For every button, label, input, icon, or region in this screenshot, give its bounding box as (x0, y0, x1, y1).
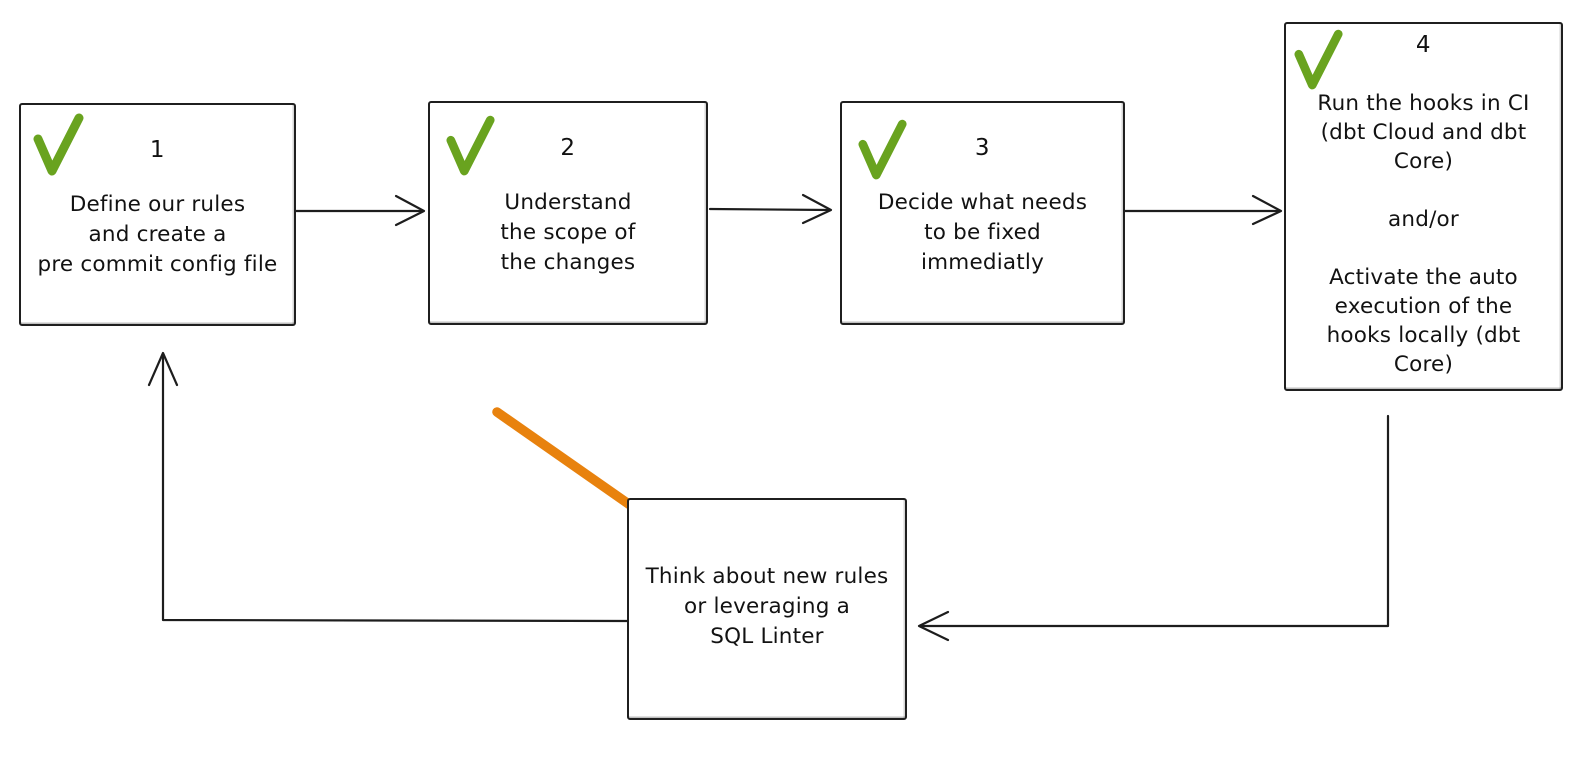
checkmark-icon (858, 119, 907, 180)
step-text-line: and/or (1388, 207, 1459, 232)
step-1-box: 1 Define our rules and create a pre comm… (19, 103, 296, 326)
arrow-step4-to-feedback (917, 414, 1390, 642)
step-text-line: (dbt Cloud and dbt (1320, 120, 1527, 145)
step-text-line: Run the hooks in CI (1317, 91, 1530, 116)
step-text-line: immediatly (920, 250, 1044, 275)
arrow-step3-to-step4 (1123, 194, 1283, 226)
step-text-line: hooks locally (dbt (1326, 323, 1521, 348)
feedback-text-line: Think about new rules (645, 564, 889, 589)
step-4-box: 4 Run the hooks in CI (dbt Cloud and dbt… (1284, 22, 1563, 391)
step-text: Define our rules and create a pre commit… (25, 190, 290, 280)
step-number: 2 (560, 135, 576, 161)
step-number: 4 (1415, 32, 1432, 58)
step-text-line: the changes (500, 250, 636, 275)
checkmark-icon (446, 115, 495, 176)
step-text-line: the scope of (500, 220, 636, 245)
step-number: 1 (149, 137, 166, 163)
step-number: 3 (974, 135, 991, 161)
step-text: Run the hooks in CI (dbt Cloud and dbt C… (1290, 89, 1557, 379)
step-text-line (1290, 234, 1557, 263)
arrow-step1-to-step2 (294, 194, 426, 227)
feedback-text-line: or leveraging a (684, 594, 850, 619)
step-text-line: Decide what needs (877, 190, 1088, 215)
step-text-line (1290, 176, 1557, 205)
step-text-line: Core) (1393, 149, 1454, 174)
step-text-line: and create a (88, 222, 227, 247)
step-2-box: 2 Understand the scope of the changes (428, 101, 708, 325)
step-text: Understand the scope of the changes (434, 188, 702, 278)
step-text-line: Understand (504, 190, 632, 215)
checkmark-icon (1294, 29, 1343, 90)
step-text: Decide what needs to be fixed immediatly (846, 188, 1119, 278)
step-text-line: pre commit config file (37, 252, 278, 277)
step-text-line: Activate the auto (1329, 265, 1518, 290)
step-text-line: execution of the (1334, 294, 1513, 319)
checkmark-icon (33, 113, 84, 176)
feedback-box: Think about new rules or leveraging a SQ… (627, 498, 907, 720)
feedback-text-line: SQL Linter (710, 624, 824, 649)
arrow-feedback-to-step1 (147, 351, 629, 623)
step-text-line: to be fixed (924, 220, 1041, 245)
feedback-text: Think about new rules or leveraging a SQ… (633, 562, 901, 652)
arrow-step2-to-step3 (708, 193, 833, 225)
step-text-line: Define our rules (69, 192, 246, 217)
step-3-box: 3 Decide what needs to be fixed immediat… (840, 101, 1125, 325)
step-text-line: Core) (1393, 352, 1454, 377)
